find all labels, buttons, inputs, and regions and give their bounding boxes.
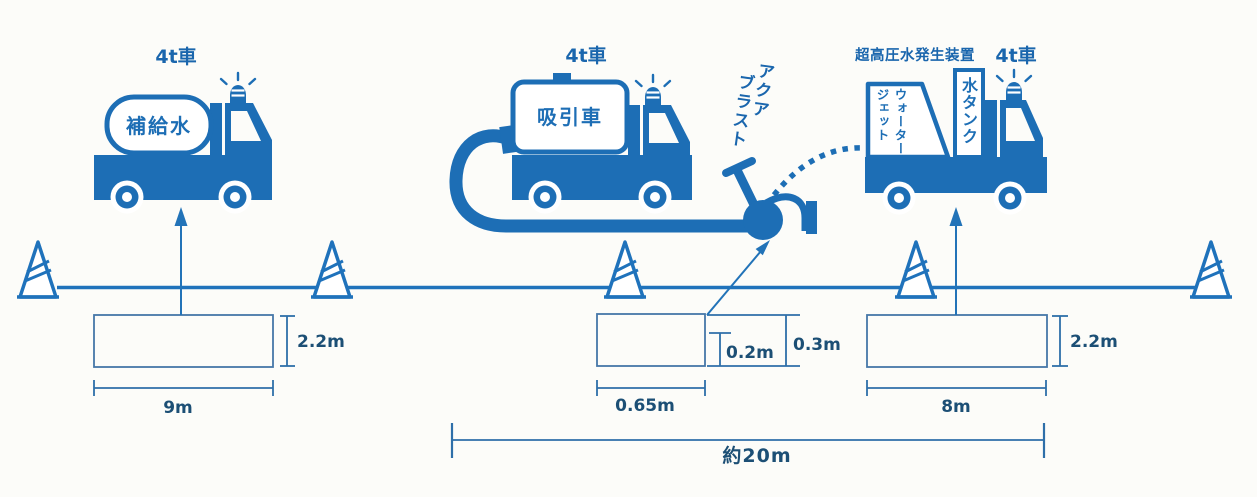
cab-window xyxy=(649,113,679,143)
device-guard xyxy=(764,193,809,231)
traffic-cone-icon xyxy=(1188,240,1234,299)
zone2-outer-height-label: 0.3m xyxy=(793,335,841,355)
cab-pillar xyxy=(628,105,640,155)
suction-tank-label: 吸引車 xyxy=(537,105,603,129)
zone3-width-label: 8m xyxy=(941,397,971,417)
zone1-height-label: 2.2m xyxy=(297,332,345,352)
suction-tank xyxy=(510,79,630,155)
jet-truck-type-label: 4t車 xyxy=(995,44,1036,67)
traffic-cone-icon xyxy=(309,240,355,299)
waterjet-label-col-left: ジェット xyxy=(874,88,890,142)
traffic-cone-icon xyxy=(602,240,648,299)
wheel-icon xyxy=(993,181,1027,215)
supply-tank-label: 補給水 xyxy=(125,114,192,138)
device-grip xyxy=(722,157,756,177)
aqua-blast-device xyxy=(722,157,817,240)
zone1-width-label: 9m xyxy=(163,398,193,418)
wheel-icon xyxy=(638,180,672,214)
tank-filler-cap xyxy=(553,73,571,83)
spray-dotted-arc xyxy=(771,145,867,197)
waterjet-label-col-right: ウォーター xyxy=(892,88,908,156)
zone2-width-label: 0.65m xyxy=(615,396,675,416)
hose-connector xyxy=(499,125,517,154)
device-ball xyxy=(743,200,783,240)
supply-truck-type-label: 4t車 xyxy=(155,45,196,68)
suction-hose xyxy=(449,129,748,233)
zone2-rect xyxy=(596,313,706,367)
beacon-light-icon xyxy=(995,68,1033,102)
zone2-inner-height-label: 0.2m xyxy=(726,343,774,363)
traffic-cone-icon xyxy=(893,240,939,299)
water-tank-capsule xyxy=(104,94,214,156)
wheel-icon xyxy=(882,181,916,215)
cab-pillar xyxy=(985,100,997,157)
wheel-icon xyxy=(528,180,562,214)
suction-truck: 吸引車 4t車 xyxy=(499,44,692,214)
equipment-label: 超高圧水発生装置 xyxy=(854,46,975,64)
device-end-bar xyxy=(806,201,817,234)
zone1-rect xyxy=(93,314,274,368)
watertank-label: 水タンク xyxy=(959,77,978,145)
total-length-label: 約20m xyxy=(722,444,791,467)
traffic-cone-icon xyxy=(15,240,61,299)
dimension-lines xyxy=(93,314,1068,458)
dimension-labels: 2.2m 9m 0.2m 0.3m 0.65m 2.2m 8m 約20m xyxy=(163,332,1118,467)
waterjet-unit xyxy=(865,81,951,160)
cab-pillar xyxy=(210,103,222,155)
zone3-height-label: 2.2m xyxy=(1070,332,1118,352)
watertank-unit xyxy=(953,68,985,159)
wheel-icon xyxy=(110,180,144,214)
beacon-light-icon xyxy=(634,73,672,107)
jet-truck: 超高圧水発生装置 4t車 xyxy=(854,44,1047,215)
pointer-arrows xyxy=(174,207,963,316)
cab-window xyxy=(1006,108,1035,141)
wheel-icon xyxy=(218,180,252,214)
zone3-rect xyxy=(866,314,1048,368)
beacon-light-icon xyxy=(219,71,257,105)
supply-water-truck: 補給水 4t車 xyxy=(94,45,272,214)
suction-truck-type-label: 4t車 xyxy=(565,44,606,67)
cab-window xyxy=(231,111,261,141)
